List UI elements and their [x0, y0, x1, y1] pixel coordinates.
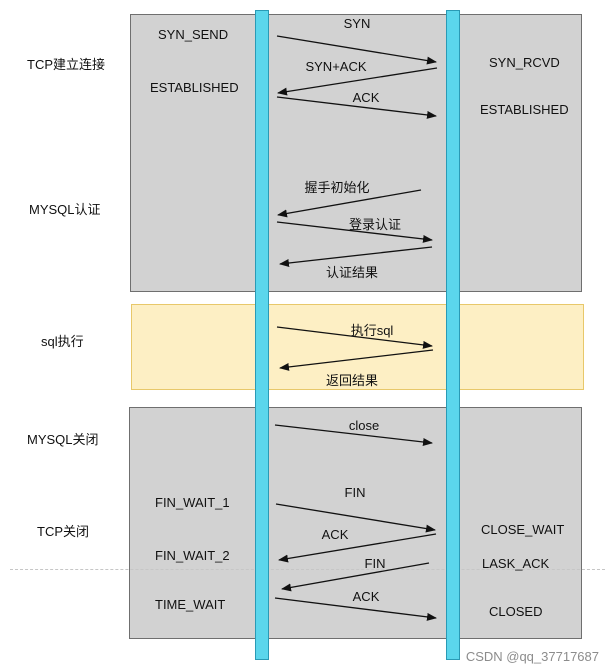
phase-tcp-close-label: TCP关闭 — [37, 524, 90, 539]
msg-syn: SYN — [343, 16, 371, 31]
divider-dashed — [10, 569, 605, 570]
phase-mysql-close-label: MYSQL关闭 — [27, 432, 99, 447]
client-state-syn-send: SYN_SEND — [158, 27, 229, 42]
arrow-login-auth — [276, 221, 433, 243]
arrow-exec-sql — [276, 326, 433, 349]
arrow-syn — [276, 35, 437, 65]
arrow-return-result — [279, 349, 434, 371]
client-lifeline — [255, 10, 269, 660]
msg-exec-sql: 执行sql — [350, 323, 394, 338]
client-state-established: ESTABLISHED — [150, 80, 239, 95]
client-state-fin-wait-1: FIN_WAIT_1 — [155, 495, 230, 510]
server-state-syn-rcvd: SYN_RCVD — [489, 55, 560, 70]
arrow-fin2 — [281, 562, 430, 592]
msg-return-result: 返回结果 — [325, 373, 379, 388]
msg-ack1: ACK — [352, 90, 380, 105]
phase-mysql-auth-label: MYSQL认证 — [29, 202, 101, 217]
server-lifeline — [446, 10, 460, 660]
msg-auth-result: 认证结果 — [325, 265, 379, 280]
arrow-syn-ack — [277, 67, 438, 96]
tcp-mysql-auth-panel — [130, 14, 582, 292]
arrow-ack2 — [278, 533, 437, 563]
msg-login-auth: 登录认证 — [348, 217, 402, 232]
msg-syn-ack: SYN+ACK — [305, 59, 367, 74]
arrow-handshake-init — [277, 189, 422, 218]
msg-close: close — [348, 418, 380, 433]
msg-handshake-init: 握手初始化 — [304, 180, 370, 195]
server-state-closed: CLOSED — [489, 604, 543, 619]
server-state-last-ack: LASK_ACK — [482, 556, 550, 571]
close-panel — [129, 407, 582, 639]
msg-ack2: ACK — [321, 527, 349, 542]
client-state-fin-wait-2: FIN_WAIT_2 — [155, 548, 230, 563]
arrow-ack3 — [274, 597, 437, 621]
arrow-fin1 — [275, 503, 436, 533]
phase-sql-exec-label: sql执行 — [41, 334, 84, 349]
client-state-time-wait: TIME_WAIT — [155, 597, 226, 612]
msg-fin1: FIN — [344, 485, 366, 500]
server-state-established: ESTABLISHED — [480, 102, 569, 117]
arrow-auth-result — [279, 246, 433, 267]
phase-tcp-open-label: TCP建立连接 — [27, 57, 106, 72]
msg-fin2: FIN — [364, 556, 386, 571]
sql-exec-panel — [131, 304, 584, 390]
watermark: CSDN @qq_37717687 — [465, 649, 599, 664]
arrow-close — [274, 424, 433, 446]
msg-ack3: ACK — [352, 589, 380, 604]
server-state-close-wait: CLOSE_WAIT — [481, 522, 565, 537]
arrow-ack1 — [276, 96, 437, 119]
